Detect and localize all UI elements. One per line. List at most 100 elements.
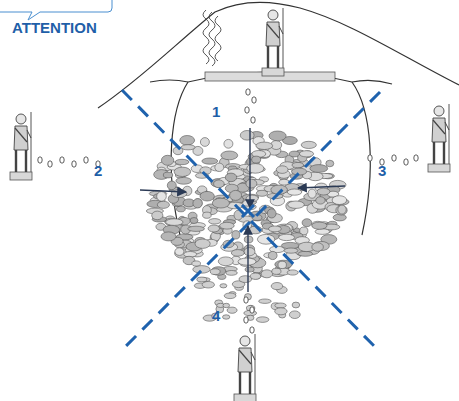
stone [275, 308, 287, 315]
stone [244, 248, 255, 256]
stone [240, 131, 254, 141]
callout-title: ATTENTION [12, 20, 97, 35]
callout-number: 4 [212, 308, 220, 323]
approach-arrow [140, 128, 345, 292]
stone [256, 317, 269, 323]
stone [336, 206, 347, 216]
stone [215, 163, 224, 171]
stone [313, 241, 330, 250]
stone [209, 219, 221, 224]
stone [174, 167, 191, 176]
stone [180, 136, 195, 146]
stone [152, 211, 163, 220]
stone [220, 284, 227, 288]
stone [299, 151, 313, 157]
footprint [250, 307, 254, 313]
stone [252, 156, 261, 163]
stone [256, 190, 267, 196]
stone [302, 219, 312, 227]
stone [161, 155, 173, 165]
callout-number: 3 [378, 163, 386, 178]
stone [161, 232, 176, 241]
stone [316, 197, 325, 204]
stone [175, 248, 184, 256]
stone [288, 201, 305, 208]
stone [261, 270, 272, 278]
stone [223, 303, 230, 307]
stone [292, 162, 304, 167]
stone [212, 198, 229, 208]
stone [231, 250, 244, 257]
stone [287, 189, 301, 195]
stone [202, 158, 218, 164]
stone [197, 277, 207, 282]
stone [245, 267, 254, 272]
stone [272, 268, 281, 274]
stone [226, 271, 238, 276]
footprint [48, 161, 52, 167]
stone [312, 243, 324, 252]
stone [315, 229, 330, 235]
footprint [404, 159, 408, 165]
guard-figure [428, 104, 450, 172]
stone [210, 269, 220, 275]
stone [239, 276, 252, 283]
guard-figure [262, 8, 284, 76]
stone [238, 258, 256, 265]
stone [221, 151, 238, 160]
stone [284, 248, 298, 253]
stone [195, 239, 210, 248]
stone [163, 172, 172, 178]
stone [267, 209, 276, 218]
enclosure-wall [150, 72, 392, 235]
footprint [250, 327, 254, 333]
stone [218, 257, 233, 266]
callout-bubble [0, 0, 112, 20]
stone [194, 199, 202, 208]
stone [308, 189, 316, 198]
footprint [414, 155, 418, 161]
footprint [84, 157, 88, 163]
footprint [246, 89, 250, 95]
footprint [244, 297, 248, 303]
stone [220, 222, 235, 229]
stone [224, 139, 233, 148]
stone [232, 231, 240, 239]
guard-figure [10, 112, 32, 180]
dashed-cross [120, 90, 380, 352]
stone [157, 201, 169, 208]
footprint [252, 97, 256, 103]
stone [192, 261, 201, 266]
stone [190, 218, 198, 224]
stone [278, 261, 286, 268]
stone [310, 165, 328, 173]
stone [338, 205, 346, 214]
stone [287, 270, 298, 275]
footprint [244, 317, 248, 323]
stone [203, 212, 212, 218]
stone [326, 160, 334, 167]
stone [279, 234, 295, 240]
stone [223, 315, 230, 319]
stone [176, 177, 192, 184]
stone [166, 219, 183, 226]
stone [208, 225, 219, 232]
stone [269, 226, 282, 232]
footprint [251, 117, 255, 123]
mountain-path [203, 10, 221, 66]
stone [271, 283, 283, 290]
footprint [245, 107, 249, 113]
stone [298, 251, 313, 256]
stone [211, 267, 226, 276]
callout-number: 1 [212, 104, 220, 119]
stone [275, 303, 286, 308]
stone [214, 180, 225, 188]
stone [301, 141, 316, 148]
stone [289, 311, 300, 319]
stone [181, 145, 195, 150]
stone [332, 196, 347, 205]
stone [246, 179, 257, 188]
stone [247, 164, 264, 174]
